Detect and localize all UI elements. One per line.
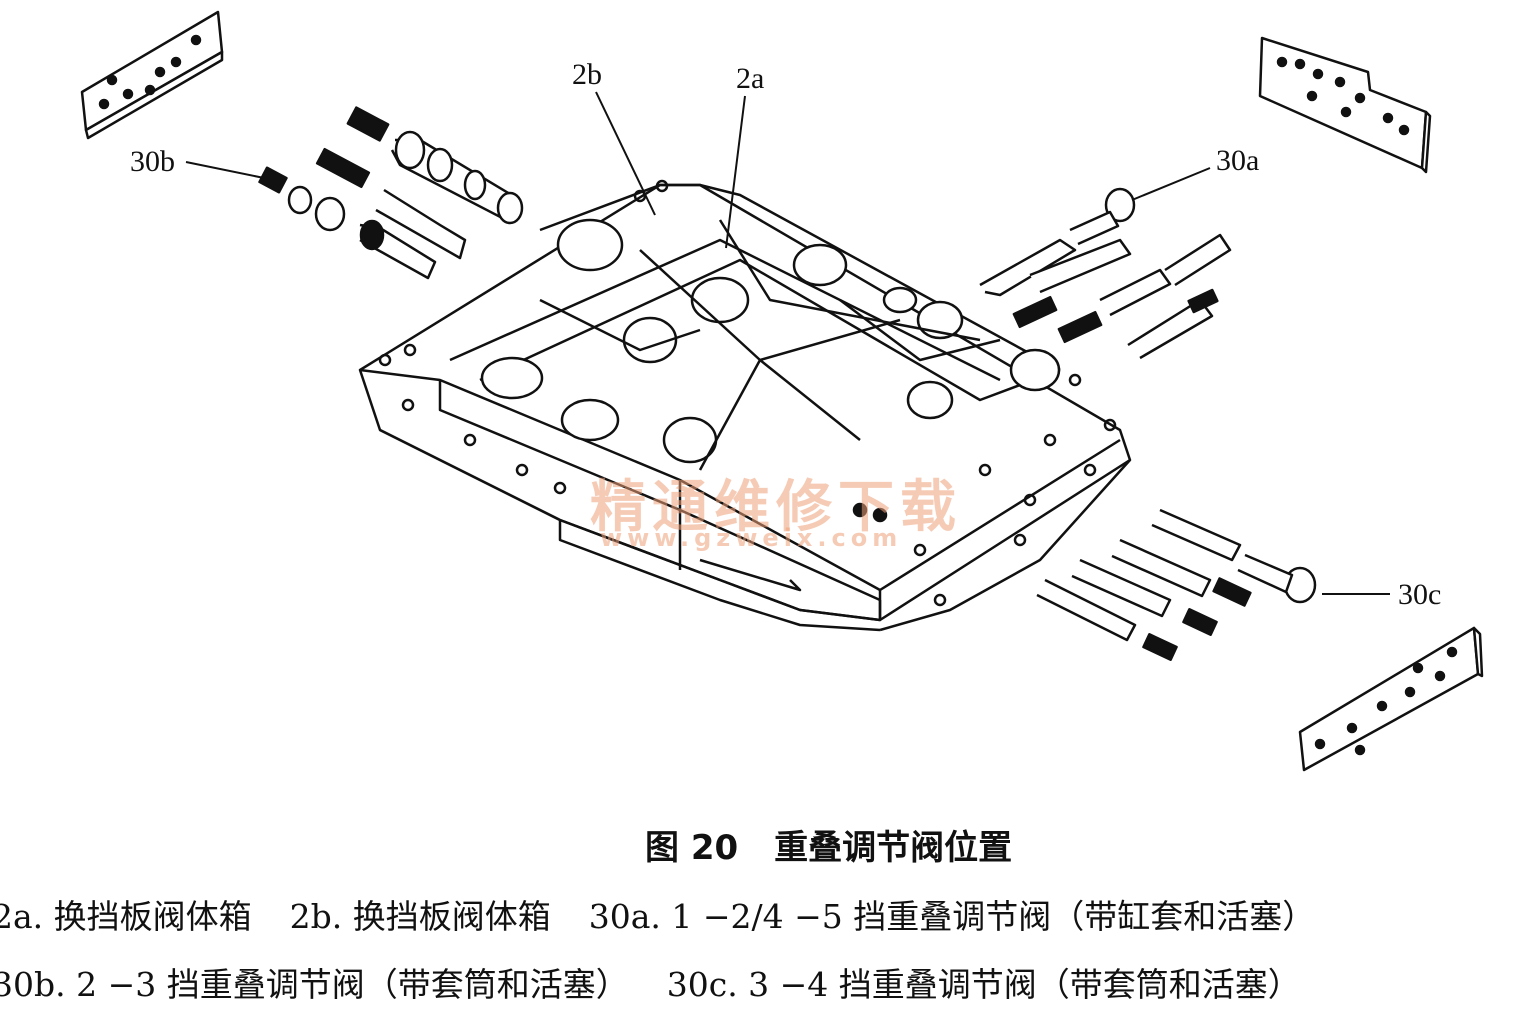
valve-30a-assembly [979,187,1232,360]
legend-item-30b: 30b. 2 −3 挡重叠调节阀（带套筒和活塞） [0,965,629,1004]
figure-name: 重叠调节阀位置 [774,828,1013,868]
legend-row-1: 2a. 换挡板阀体箱 2b. 换挡板阀体箱 30a. 1 −2/4 −5 挡重叠调节… [0,890,1315,938]
legend-item-30a: 30a. 1 −2/4 −5 挡重叠调节阀（带缸套和活塞） [588,897,1316,936]
label-2b: 2b [572,58,602,91]
top-right-cover-plate [1258,36,1432,174]
valve-30b-assembly [258,106,524,280]
bottom-right-cover-plate [1298,626,1484,772]
legend-item-2b: 2b. 换挡板阀体箱 [289,897,551,936]
valve-body-housing [358,179,1132,632]
legend-item-2a: 2a. 换挡板阀体箱 [0,897,252,936]
valve-30c-assembly [1036,508,1317,661]
top-left-cover-plate [80,10,224,140]
label-30b: 30b [130,145,175,178]
label-2a: 2a [736,62,765,95]
watermark-text: 精通维修下载 [590,475,962,540]
legend-row-2: 30b. 2 −3 挡重叠调节阀（带套筒和活塞） 30c. 3 −4 挡重叠调节阀… [0,958,1301,1006]
leader-lines [185,91,1390,595]
valve-body-drawing [80,10,1484,772]
watermark-url: www.gzweix.com [600,524,903,552]
legend-item-30c: 30c. 3 −4 挡重叠调节阀（带套筒和活塞） [666,965,1301,1004]
label-30c: 30c [1398,578,1442,611]
figure-title: 图 20 重叠调节阀位置 [645,820,1048,869]
label-30a: 30a [1216,144,1260,177]
figure-number: 图 20 [645,828,739,868]
